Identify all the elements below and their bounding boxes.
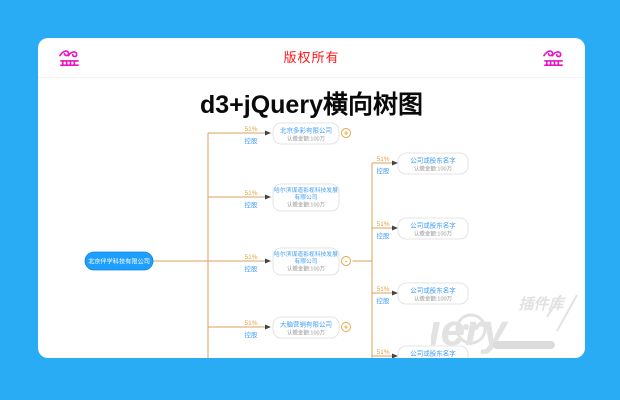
node-title: 公司或股东名字: [410, 221, 456, 230]
node-subtitle: 认缴金额:100万: [287, 329, 326, 337]
arrowhead: [392, 353, 398, 358]
wind-icon: [543, 50, 563, 67]
arrowhead: [265, 324, 271, 330]
node-title-line2: 有限公司: [294, 193, 317, 201]
edge-holding: 控股: [245, 264, 259, 273]
arrowhead: [392, 160, 398, 166]
root-node-title: 北京伴学科技有限公司: [88, 258, 150, 266]
node-title-line2: 有限公司: [294, 257, 317, 265]
node-box[interactable]: [272, 183, 340, 212]
node-subtitle: 认缴金额:100万: [287, 135, 326, 143]
collapse-icon[interactable]: [341, 256, 351, 266]
root-node-box[interactable]: [84, 251, 154, 271]
node-box[interactable]: [397, 282, 469, 305]
arrowhead: [392, 225, 398, 231]
tree-node[interactable]: 哈尔滨谋道影视科技发展 有限公司 认缴金额:100万 -: [272, 247, 351, 276]
collapse-symbol: -: [345, 259, 348, 266]
edge-percent: 51%: [376, 286, 389, 293]
expand-symbol: +: [344, 131, 348, 138]
edge-percent: 51%: [244, 320, 257, 327]
node-title-line1: 哈尔滨谋道影视科技发展: [274, 186, 338, 194]
node-subtitle: 认缴金额:100万: [287, 265, 326, 273]
node-title: 公司或股东名字: [410, 156, 456, 165]
expand-icon[interactable]: [341, 322, 351, 332]
node-title-line1: 哈尔滨谋道影视科技发展: [274, 250, 338, 258]
arrowhead: [265, 130, 271, 136]
edge-holding: 控股: [245, 136, 259, 145]
edge-percent: 51%: [244, 254, 257, 261]
edge-holding: 控股: [377, 231, 391, 240]
edge-percent: 51%: [376, 221, 389, 228]
tree-links: [151, 130, 398, 358]
card-header: 版权所有: [38, 38, 585, 78]
copyright-text: 版权所有: [283, 50, 340, 65]
edge-percent: 51%: [244, 126, 257, 133]
edge-labels: 51% 控股 51% 控股 51% 控股 51% 控股 51% 控股 51% 控…: [244, 126, 391, 356]
node-subtitle: 认缴金额:100万: [414, 295, 453, 303]
content-card: 版权所有 d3+jQuery横向树图: [38, 38, 585, 358]
tree-node[interactable]: 公司或股东名字 认缴金额:100万: [397, 282, 469, 305]
node-box[interactable]: [272, 316, 340, 339]
edge-percent: 51%: [376, 156, 389, 163]
edge-holding: 控股: [377, 166, 391, 175]
expand-symbol: +: [344, 325, 348, 332]
tree-node[interactable]: 公司或股东名字 认缴金额:100万: [397, 152, 469, 175]
tree-node[interactable]: 公司或股东名字 认缴金额:100万: [397, 217, 469, 240]
tree-node[interactable]: 北京多彩有限公司 认缴金额:100万 +: [272, 122, 351, 145]
wind-icon: [59, 50, 79, 67]
edge-holding: 控股: [377, 296, 391, 305]
tree-node[interactable]: 哈尔滨谋道影视科技发展 有限公司 认缴金额:100万: [272, 183, 340, 212]
edge-percent: 51%: [244, 190, 257, 197]
node-box[interactable]: [397, 345, 469, 358]
node-box[interactable]: [272, 122, 340, 145]
node-title: 大脑营销有限公司: [280, 320, 332, 329]
node-title: 公司或股东名字: [410, 286, 456, 295]
node-subtitle: 认缴金额:100万: [287, 201, 326, 209]
page-title: d3+jQuery横向树图: [200, 91, 423, 119]
arrowhead: [265, 258, 271, 264]
node-box[interactable]: [397, 217, 469, 240]
expand-icon[interactable]: [341, 128, 351, 138]
arrowhead: [265, 194, 271, 200]
node-title: 北京多彩有限公司: [280, 126, 332, 135]
tree-node[interactable]: 大脑营销有限公司 认缴金额:100万 +: [272, 316, 351, 339]
tree-node-root[interactable]: 北京伴学科技有限公司: [84, 251, 154, 271]
tree-node[interactable]: 公司或股东名字 认缴金额:100万: [397, 345, 469, 358]
node-subtitle: 认缴金额:100万: [414, 230, 453, 238]
node-box[interactable]: [272, 247, 340, 276]
tree-diagram: 51% 控股 51% 控股 51% 控股 51% 控股 51% 控股 51% 控…: [84, 122, 469, 358]
edge-holding: 控股: [245, 330, 259, 339]
edge-holding: 控股: [245, 200, 259, 209]
node-subtitle: 认缴金额:100万: [414, 165, 453, 173]
edge-percent: 51%: [376, 349, 389, 356]
arrowhead: [392, 290, 398, 296]
node-title: 公司或股东名字: [410, 349, 456, 358]
node-box[interactable]: [397, 152, 469, 175]
